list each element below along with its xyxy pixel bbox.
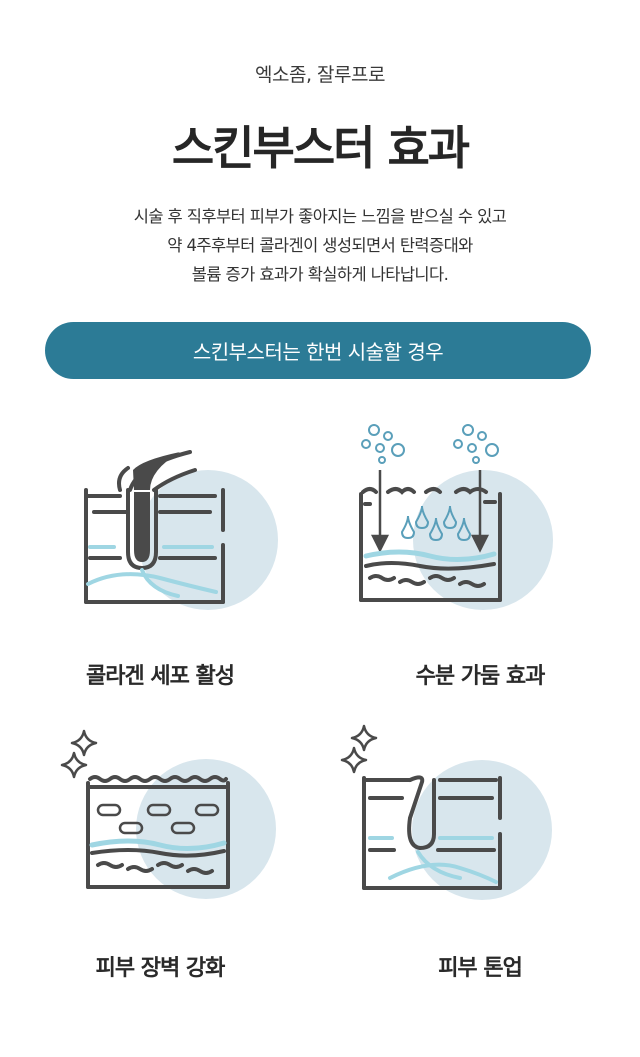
page-title: 스킨부스터 효과 — [171, 121, 470, 175]
effect-card-collagen: 콜라겐 세포 활성 — [10, 430, 310, 700]
skin-barrier-icon — [60, 729, 276, 899]
effect-label: 수분 가둠 효과 — [415, 664, 546, 689]
effect-label: 피부 톤업 — [438, 956, 523, 981]
description-line: 시술 후 직후부터 피부가 좋아지는 느낌을 받으실 수 있고 — [133, 207, 507, 226]
tone-up-icon — [340, 724, 552, 900]
effect-card-toneup: 피부 톤업 — [330, 722, 630, 995]
page-subtitle: 엑소좀, 잘루프로 — [255, 64, 385, 86]
effect-card-barrier: 피부 장벽 강화 — [10, 725, 310, 995]
description-line: 약 4주후부터 콜라겐이 생성되면서 탄력증대와 — [167, 236, 473, 255]
banner-label: 스킨부스터는 한번 시술할 경우 — [192, 340, 444, 364]
section-banner: 스킨부스터는 한번 시술할 경우 — [45, 322, 591, 379]
hair-follicle-icon — [84, 450, 278, 610]
description-line: 볼륨 증가 효과가 확실하게 나타납니다. — [191, 265, 449, 284]
effect-label: 콜라겐 세포 활성 — [86, 664, 235, 689]
description: 시술 후 직후부터 피부가 좋아지는 느낌을 받으실 수 있고 약 4주후부터 … — [0, 202, 640, 289]
effect-label: 피부 장벽 강화 — [95, 956, 226, 981]
effect-card-moisture: 수분 가둠 효과 — [330, 418, 630, 700]
moisture-icon — [359, 424, 553, 610]
